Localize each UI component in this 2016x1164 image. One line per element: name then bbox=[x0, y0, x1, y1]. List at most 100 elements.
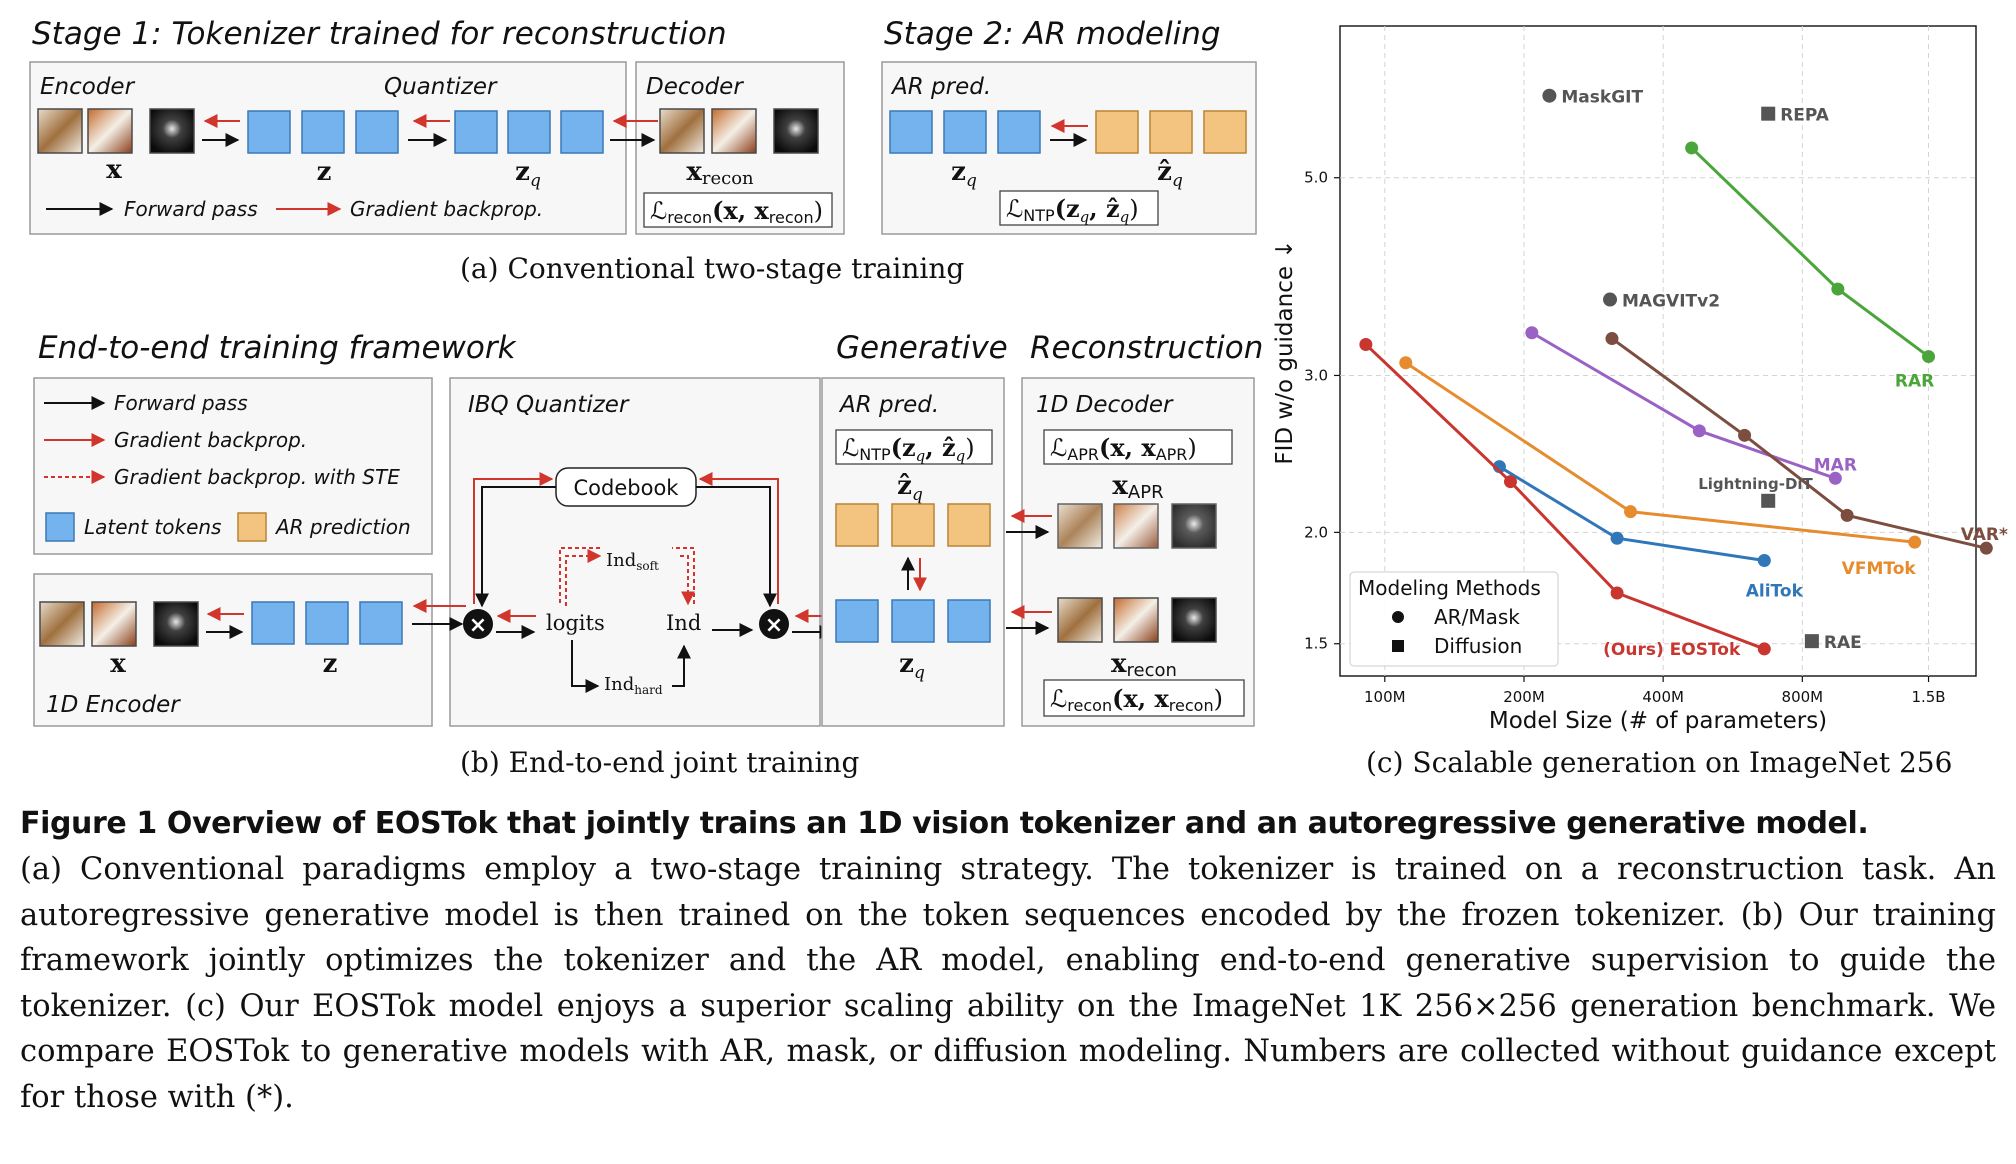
ar-pred-token bbox=[1149, 110, 1193, 154]
data-point bbox=[1757, 642, 1771, 656]
recon-image-1 bbox=[659, 108, 705, 154]
data-point bbox=[1831, 282, 1845, 296]
decoder-label: Decoder bbox=[646, 74, 744, 100]
z-label: z bbox=[317, 157, 332, 187]
logits-label: logits bbox=[546, 611, 605, 635]
codebook-label: Codebook bbox=[574, 476, 680, 500]
ste-arrow bbox=[680, 555, 695, 606]
ar-pred-token bbox=[947, 503, 991, 547]
codebook-grad-right bbox=[698, 472, 779, 604]
caption-b: (b) End-to-end joint training bbox=[460, 746, 860, 779]
zq-token bbox=[943, 110, 987, 154]
z-token bbox=[251, 601, 295, 645]
data-point bbox=[1359, 337, 1373, 351]
point-label: Lightning-DiT bbox=[1698, 475, 1813, 493]
x-axis-label: Model Size (# of parameters) bbox=[1489, 708, 1827, 734]
data-point bbox=[1624, 505, 1638, 519]
stage1-section: Stage 1: Tokenizer trained for reconstru… bbox=[29, 16, 845, 235]
data-point bbox=[1804, 634, 1819, 649]
data-point bbox=[1685, 141, 1699, 155]
ibq-panel bbox=[449, 377, 821, 727]
hard-arrow bbox=[571, 640, 600, 693]
hard-arrow bbox=[672, 644, 691, 687]
y-tick-label: 3.0 bbox=[1304, 366, 1328, 384]
series-label: VFMTok bbox=[1842, 559, 1917, 579]
series-label: (Ours) EOSTok bbox=[1603, 640, 1741, 660]
point-label: RAE bbox=[1824, 633, 1862, 653]
recon-loss: ℒrecon(x, xrecon) bbox=[650, 196, 823, 227]
legend-ste-label: Gradient backprop. with STE bbox=[114, 465, 400, 489]
data-point bbox=[1828, 471, 1842, 485]
data-point bbox=[1610, 586, 1624, 600]
recon-image-3 bbox=[1171, 597, 1217, 643]
zq-label: zq bbox=[515, 157, 541, 191]
recon-loss: ℒrecon(x, xrecon) bbox=[1050, 684, 1223, 715]
input-image-1 bbox=[37, 108, 83, 154]
zq-label: zq bbox=[951, 157, 977, 191]
chart-legend: Modeling Methods AR/Mask Diffusion bbox=[1349, 571, 1559, 667]
stage1-title: Stage 1: Tokenizer trained for reconstru… bbox=[32, 16, 727, 52]
input-image-3 bbox=[153, 601, 199, 647]
xapr-label: xAPR bbox=[1112, 471, 1163, 503]
recon-loss-box bbox=[1043, 679, 1245, 717]
x-tick-label: 400M bbox=[1642, 688, 1684, 706]
input-image-3 bbox=[149, 108, 195, 154]
recon-image-2 bbox=[711, 108, 757, 154]
data-point bbox=[1979, 541, 1993, 555]
series-line bbox=[1364, 343, 1765, 651]
stage2-title: Stage 2: AR modeling bbox=[884, 16, 1221, 52]
ar-pred-label: AR pred. bbox=[890, 74, 991, 100]
legend-circle-marker bbox=[1392, 611, 1404, 623]
point-label: MaskGIT bbox=[1561, 88, 1643, 108]
multiply-icon: × bbox=[765, 613, 783, 638]
ar-pred-token bbox=[1203, 110, 1247, 154]
ar-pred-token bbox=[1095, 110, 1139, 154]
zq-token bbox=[947, 599, 991, 643]
multiply-icon: × bbox=[469, 613, 487, 638]
reconstruction-title: Reconstruction bbox=[1030, 330, 1263, 366]
codebook-arrow-right bbox=[696, 486, 777, 608]
caption-c: (c) Scalable generation on ImageNet 256 bbox=[1366, 746, 1952, 779]
z-token bbox=[301, 110, 345, 154]
ntp-loss-box bbox=[999, 190, 1159, 226]
data-point bbox=[1840, 508, 1854, 522]
legend-entry: Diffusion bbox=[1434, 634, 1522, 658]
xrecon-label: xrecon bbox=[1111, 649, 1177, 681]
ibq-title: IBQ Quantizer bbox=[468, 392, 630, 418]
figure-1: Stage 1: Tokenizer trained for reconstru… bbox=[29, 16, 2008, 779]
data-point bbox=[1603, 292, 1618, 307]
ind-label: Ind bbox=[666, 611, 701, 635]
z-label: z bbox=[323, 649, 338, 679]
encoder-label: 1D Encoder bbox=[46, 692, 181, 718]
input-image-1 bbox=[39, 601, 85, 647]
zq-label: zq bbox=[899, 649, 925, 683]
series-label: AliTok bbox=[1746, 581, 1804, 601]
zq-token bbox=[560, 110, 604, 154]
decoder-title: 1D Decoder bbox=[1036, 392, 1174, 418]
recon-image-2 bbox=[1113, 597, 1159, 643]
data-point bbox=[1908, 535, 1922, 549]
ntp-loss: ℒNTP(zq, ẑq) bbox=[1006, 194, 1139, 226]
legend-grad-label: Gradient backprop. bbox=[350, 197, 543, 221]
legend-ar-label: AR prediction bbox=[274, 515, 411, 539]
data-point bbox=[1542, 88, 1557, 103]
plot-area bbox=[1339, 25, 1977, 677]
data-point bbox=[1605, 332, 1619, 346]
data-point bbox=[1738, 428, 1752, 442]
legend-latent-label: Latent tokens bbox=[84, 515, 221, 539]
ntp-loss: ℒNTP(zq, ẑq) bbox=[842, 433, 975, 465]
data-point bbox=[1922, 350, 1936, 364]
legend-entry: AR/Mask bbox=[1434, 605, 1520, 629]
codebook-arrow-left bbox=[475, 486, 556, 608]
caption-body: (a) Conventional paradigms employ a two-… bbox=[20, 852, 1996, 1115]
ntp-loss-box bbox=[835, 429, 993, 465]
data-point bbox=[1761, 493, 1776, 508]
input-image-2 bbox=[91, 601, 137, 647]
caption-title: Figure 1 Overview of EOSTok that jointly… bbox=[20, 806, 1869, 841]
data-point bbox=[1692, 424, 1706, 438]
input-image-2 bbox=[87, 108, 133, 154]
data-point bbox=[1503, 475, 1517, 489]
